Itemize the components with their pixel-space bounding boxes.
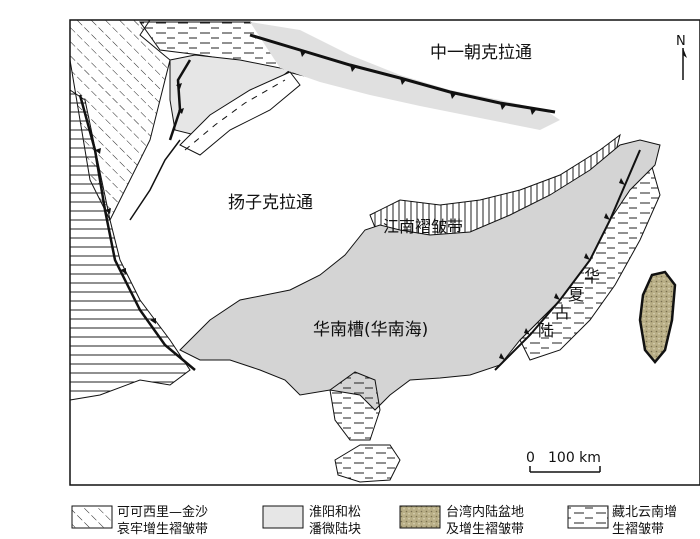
- taiwan-block: [638, 270, 677, 364]
- label-north-craton: 中一朝克拉通: [430, 43, 532, 63]
- label-huaxia-2: 夏: [568, 285, 584, 304]
- label-huaxia-4: 陆: [538, 321, 554, 340]
- label-yangtze-craton: 扬子克拉通: [228, 193, 313, 213]
- scale-bar: 0 100 km: [526, 450, 601, 473]
- songpan-belt: [179, 71, 301, 156]
- suture-teeth: [95, 50, 625, 360]
- legend-3-line2: 及增生褶皱带: [446, 521, 524, 537]
- legend-swatch-gray: [262, 505, 304, 529]
- compass-north-arrow: N: [676, 34, 687, 80]
- label-huaxia-1: 华: [584, 267, 600, 286]
- legend-swatch-dotted: [399, 505, 441, 529]
- legend-2-line2: 潘微陆块: [309, 521, 361, 537]
- south-dash-block: [329, 371, 381, 441]
- legend-4-line2: 生褶皱带: [612, 521, 664, 537]
- legend-2-line1: 淮阳和松: [309, 505, 361, 520]
- north-gray-strip: [250, 22, 560, 130]
- suture-arc: [129, 139, 181, 221]
- label-huaxia-3: 古: [554, 303, 570, 322]
- legend-4-line1: 藏北云南增: [612, 504, 677, 520]
- compass-label: N: [676, 34, 686, 49]
- legend: 可可西里—金沙 哀牢增生褶皱带 淮阳和松 潘微陆块 台湾内陆盆地 及增生褶皱带 …: [71, 504, 677, 537]
- hainan-dash-block: [334, 444, 401, 483]
- zangbei-belt-west: [69, 89, 191, 401]
- scale-start: 0: [526, 450, 535, 466]
- label-south-china-trough: 华南槽(华南海): [313, 320, 428, 340]
- legend-1-line1: 可可西里—金沙: [117, 504, 208, 520]
- scale-end: 100 km: [548, 450, 601, 466]
- legend-1-line2: 哀牢增生褶皱带: [117, 521, 208, 537]
- legend-swatch-dash: [567, 505, 609, 529]
- label-jiangnan-belt: 江南褶皱带: [383, 217, 463, 236]
- legend-swatch-diagonal: [71, 505, 113, 529]
- suture-inner: [168, 59, 192, 141]
- legend-3-line1: 台湾内陆盆地: [446, 504, 524, 520]
